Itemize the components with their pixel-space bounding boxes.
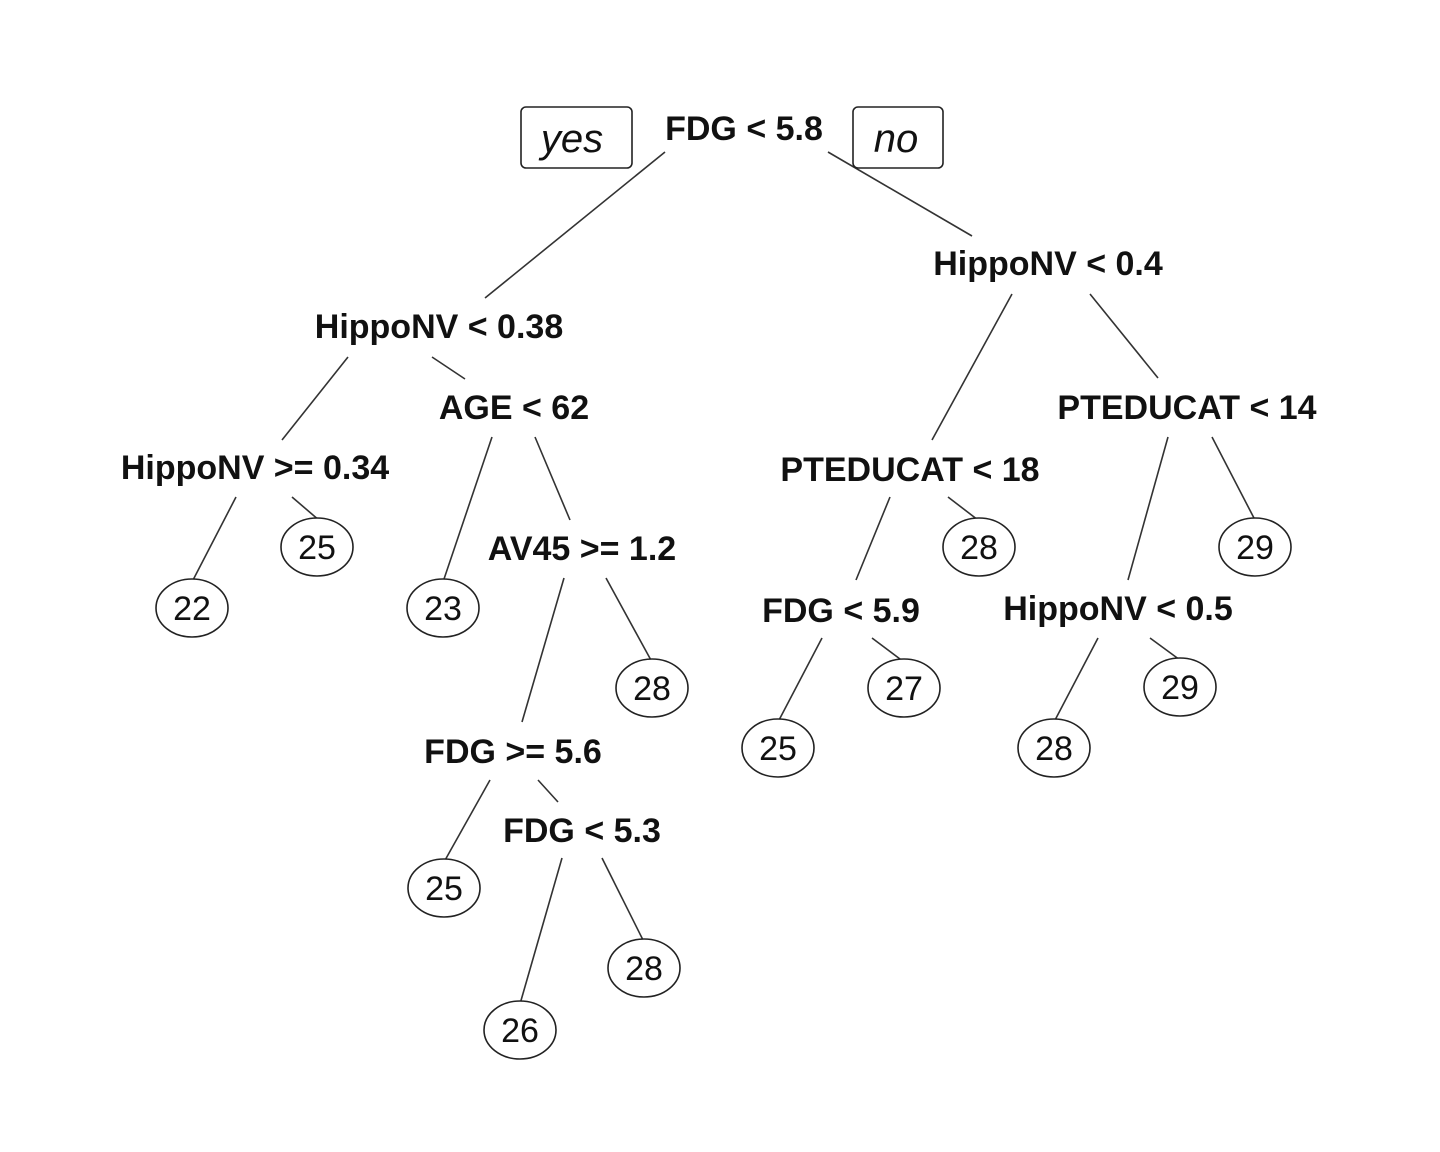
split-lrrlr: FDG < 5.3 [503,812,661,850]
edge-rll-rllr [871,637,905,663]
edge-ll-lll [191,496,237,583]
edge-rrl-rrll [1053,637,1099,723]
edge-lrr-lrrr [605,577,653,663]
leaf-node: 29 [1218,517,1292,577]
leaf-value: 25 [425,870,463,908]
edge-r-rl [931,293,1013,441]
edge-rll-rlll [777,637,823,723]
leaf-value: 29 [1161,669,1199,707]
leaf-node: 28 [1017,718,1091,778]
edge-root-r [827,151,973,237]
split-rrl: HippoNV < 0.5 [1003,590,1233,628]
split-rll: FDG < 5.9 [762,592,920,630]
leaf-value: 22 [173,590,211,628]
leaf-value: 28 [625,950,663,988]
leaf-node: 26 [483,1000,557,1060]
edge-lrrlr-lrrlrr [601,857,645,943]
split-root: FDG < 5.8 [665,110,823,148]
yes-tag-label: yes [538,117,603,161]
leaf-node: 29 [1143,657,1217,717]
edge-r-rr [1089,293,1159,379]
leaf-node: 27 [867,658,941,718]
split-ll: HippoNV >= 0.34 [121,449,389,487]
no-tag: no [852,106,944,169]
edge-lrrlr-lrrlrl [519,857,563,1005]
leaf-value: 28 [1035,730,1073,768]
leaf-value: 29 [1236,529,1274,567]
leaf-value: 28 [960,529,998,567]
yes-tag: yes [520,106,633,169]
leaf-node: 28 [615,658,689,718]
leaf-node: 23 [406,578,480,638]
leaf-value: 25 [759,730,797,768]
leaf-node: 28 [942,517,1016,577]
edge-lr-lrl [442,436,493,583]
tree-edges [191,151,1256,1005]
edge-rr-rrr [1211,436,1256,521]
leaf-value: 23 [424,590,462,628]
split-r: HippoNV < 0.4 [933,245,1163,283]
leaf-node: 22 [155,578,229,638]
edge-ll-llr [291,496,321,522]
split-lrrl: FDG >= 5.6 [424,733,602,771]
split-l: HippoNV < 0.38 [315,308,563,346]
edge-rr-rrl [1127,436,1169,581]
leaf-value: 27 [885,670,923,708]
edge-root-l [484,151,666,299]
edge-lrrl-lrrll [443,779,491,863]
edge-rl-rll [855,496,891,581]
edge-lrrl-lrrlr [537,779,559,803]
split-lr: AGE < 62 [439,389,589,427]
split-lrr: AV45 >= 1.2 [488,530,676,568]
leaf-node: 25 [280,517,354,577]
leaf-node: 25 [407,858,481,918]
leaf-value: 26 [501,1012,539,1050]
edge-rrl-rrlr [1149,637,1181,661]
edge-lr-lrr [534,436,571,521]
no-tag-label: no [874,117,919,161]
split-labels: FDG < 5.8 HippoNV < 0.38 HippoNV >= 0.34… [121,110,1317,850]
split-rr: PTEDUCAT < 14 [1057,389,1316,427]
edge-lrr-lrrl [521,577,565,723]
leaf-node: 28 [607,938,681,998]
leaf-nodes: 22 25 23 28 25 26 28 25 [155,517,1292,1060]
leaf-value: 28 [633,670,671,708]
leaf-node: 25 [741,718,815,778]
edge-l-lr [431,356,466,380]
edge-rl-rlr [947,496,979,521]
leaf-value: 25 [298,529,336,567]
edge-l-ll [281,356,349,441]
split-rl: PTEDUCAT < 18 [780,451,1039,489]
